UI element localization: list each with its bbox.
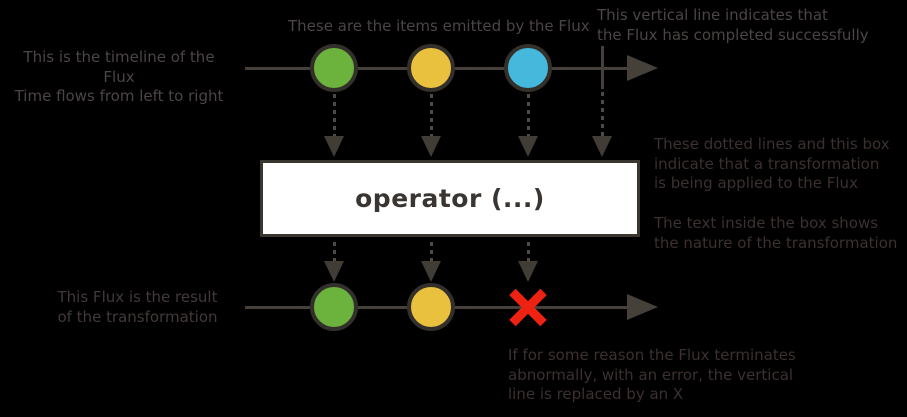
text-line: is being applied to the Flux — [654, 174, 858, 192]
error-hint-text: If for some reason the Flux terminates a… — [508, 346, 796, 405]
dotted-connector — [527, 242, 530, 261]
down-arrow-icon — [324, 261, 344, 282]
down-arrow-icon — [518, 136, 538, 157]
down-arrow-icon — [421, 136, 441, 157]
operator-box: operator (...) — [260, 160, 640, 237]
text-line: This Flux is the result — [57, 288, 218, 306]
text-line: This vertical line indicates that — [597, 6, 828, 24]
emitted-item-yellow — [407, 44, 455, 92]
text-line: the Flux has completed successfully — [597, 25, 869, 44]
text-line: Time flows from left to right — [14, 87, 224, 105]
text-line: line is replaced by an X — [508, 385, 684, 403]
complete-signal-line — [601, 46, 604, 89]
text-line: abnormally, with an error, the vertical — [508, 365, 794, 384]
complete-hint-text: This vertical line indicates that the Fl… — [597, 6, 869, 45]
down-arrow-icon — [518, 261, 538, 282]
timeline-hint-text: This is the timeline of the Flux Time fl… — [8, 48, 230, 107]
dotted-connector — [430, 242, 433, 261]
text-line: These are the items emitted by the Flux — [288, 17, 590, 35]
emitted-item-green — [310, 44, 358, 92]
down-arrow-icon — [324, 136, 344, 157]
emitted-item-blue — [504, 44, 552, 92]
down-arrow-icon — [592, 136, 612, 157]
result-item-green — [310, 283, 358, 331]
box-text-hint-text: The text inside the box shows the nature… — [654, 214, 897, 253]
result-item-yellow — [407, 283, 455, 331]
source-timeline-arrow-icon — [627, 55, 658, 81]
text-line: If for some reason the Flux terminates — [508, 346, 796, 364]
items-hint-text: These are the items emitted by the Flux — [288, 17, 590, 37]
dotted-connector — [333, 242, 336, 261]
dotted-connector — [527, 94, 530, 136]
text-line: indicate that a transformation — [654, 154, 880, 173]
dotted-connector — [333, 94, 336, 136]
dotted-connector — [430, 94, 433, 136]
down-arrow-icon — [421, 261, 441, 282]
error-x-icon — [506, 286, 550, 330]
text-line: the nature of the transformation — [654, 233, 898, 252]
transform-hint-text: These dotted lines and this box indicate… — [654, 135, 890, 194]
text-line: of the transformation — [57, 307, 218, 326]
result-timeline-arrow-icon — [627, 294, 658, 320]
operator-label: operator (...) — [355, 184, 545, 213]
result-hint-text: This Flux is the result of the transform… — [40, 288, 235, 327]
text-line: The text inside the box shows — [654, 214, 879, 232]
dotted-connector — [601, 92, 604, 136]
text-line: These dotted lines and this box — [654, 135, 890, 153]
text-line: This is the timeline of the Flux — [23, 48, 215, 86]
